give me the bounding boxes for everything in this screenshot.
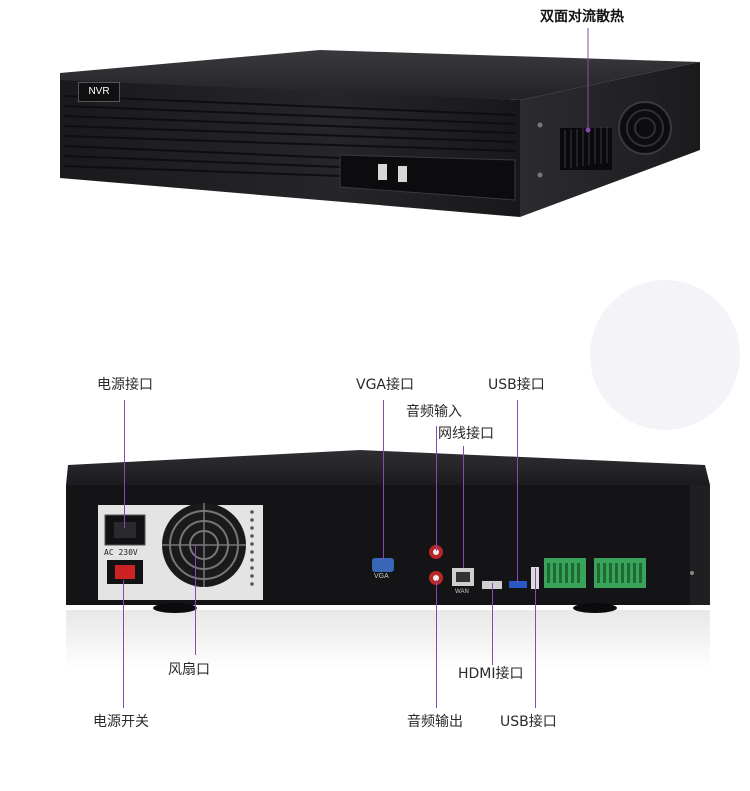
lan-port-label: WAN [455,589,469,595]
audio-in-callout: 音频输入 [406,404,462,420]
nvr-badge: NVR [78,82,120,102]
background-blob [590,280,740,430]
hdmi-port-callout: HDMI接口 [458,666,524,682]
vga-port-callout: VGA接口 [356,377,415,393]
nvr-front-illustration [60,28,700,217]
audio-out-callout: 音频输出 [407,714,463,730]
usb-bottom-leader [535,568,536,708]
fan-leader [195,545,196,655]
usb-port-top-callout: USB接口 [488,377,545,393]
usb-port-bottom-callout: USB接口 [500,714,557,730]
network-port-callout: 网线接口 [438,426,494,442]
nvr-rear-illustration [66,450,710,670]
dual-airflow-label: 双面对流散热 [540,9,624,25]
power-switch-callout: 电源开关 [93,714,149,730]
audio-out-leader [436,580,437,708]
network-port-leader [463,446,464,568]
usb-top-leader [517,400,518,583]
fan-callout: 风扇口 [168,662,210,678]
audio-in-leader [436,426,437,551]
vga-port-leader [383,400,384,560]
hdmi-leader [492,583,493,665]
vga-port-label: VGA [374,573,389,580]
power-port-leader [124,400,125,528]
power-rating-label: AC 230V [104,548,138,557]
power-switch-leader [123,580,124,708]
power-port-callout: 电源接口 [97,377,153,393]
